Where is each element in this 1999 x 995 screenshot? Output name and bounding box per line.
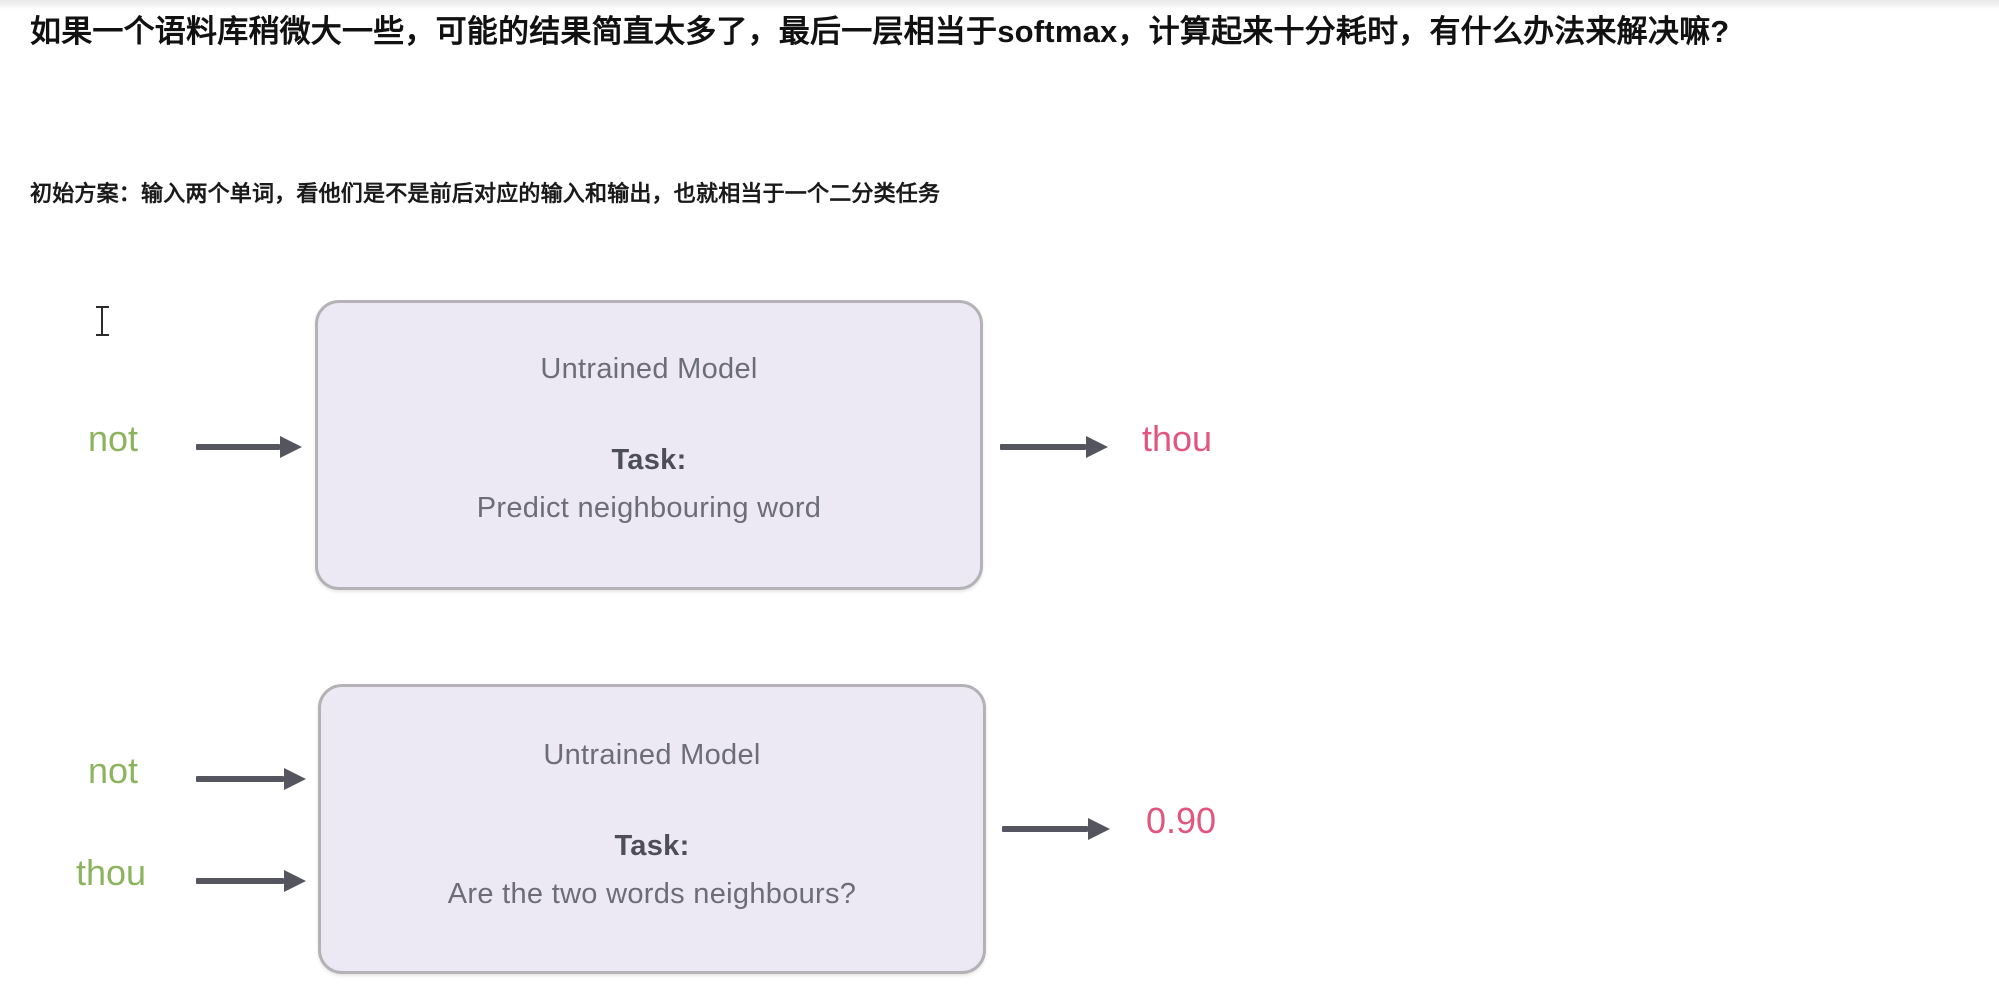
untrained-model-box-1: Untrained Model Task: Predict neighbouri… [315, 300, 983, 590]
output-word-thou: thou [1142, 418, 1213, 459]
task-text-2: Are the two words neighbours? [447, 878, 857, 910]
page-title: 如果一个语料库稍微大一些，可能的结果简直太多了，最后一层相当于softmax，计… [30, 14, 1730, 49]
text-cursor-icon [96, 306, 109, 336]
task-label-2: Task: [614, 830, 690, 862]
output-arrow-icon-2 [1002, 818, 1112, 840]
model-title-2: Untrained Model [543, 739, 761, 771]
caret-cap-bottom [96, 334, 109, 336]
input-word-thou-2: thou [76, 852, 147, 893]
top-edge-band [0, 0, 1999, 9]
task-label-1: Task: [611, 444, 687, 476]
subtitle-text: 初始方案：输入两个单词，看他们是不是前后对应的输入和输出，也就相当于一个二分类任… [30, 181, 941, 206]
output-value-090: 0.90 [1146, 800, 1217, 841]
model-title-1: Untrained Model [540, 353, 758, 385]
input-arrow-icon-2b [196, 870, 306, 892]
task-text-1: Predict neighbouring word [476, 492, 822, 524]
caret-stem [101, 306, 103, 336]
input-word-not: not [88, 418, 139, 459]
input-word-not-2: not [88, 750, 139, 791]
input-arrow-icon [196, 436, 302, 458]
untrained-model-box-2: Untrained Model Task: Are the two words … [318, 684, 986, 974]
output-arrow-icon-1 [1000, 436, 1110, 458]
input-arrow-icon-2a [196, 768, 306, 790]
